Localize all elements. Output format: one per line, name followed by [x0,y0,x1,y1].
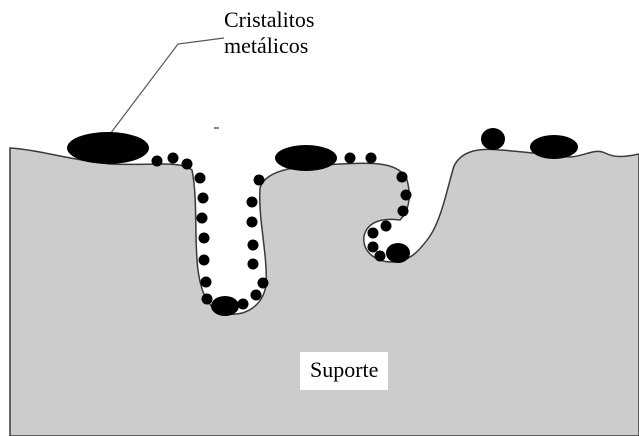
crystallite-small [375,251,386,262]
crystallites-label-line1: Cristalitos [224,7,314,33]
crystallite-small [202,294,213,305]
crystallites-leader-line [104,38,224,142]
crystallite-large [275,145,337,171]
crystallite-small [199,233,210,244]
speck [214,127,219,129]
crystallite-small [238,299,249,310]
crystallite-medium [386,243,410,263]
crystallite-small [197,213,208,224]
crystallite-small [251,290,262,301]
crystallite-large [530,135,578,159]
crystallite-small [248,240,259,251]
crystallite-small [254,175,265,186]
crystallite-small [398,206,409,217]
crystallite-small [401,190,412,201]
crystallites-label-line2: metálicos [224,33,314,59]
crystallites-label: Cristalitos metálicos [224,7,314,59]
crystallite-small [201,277,212,288]
crystallite-small [168,153,179,164]
crystallite-small [345,153,356,164]
crystallite-large [67,132,149,164]
support-body [10,148,639,436]
crystallite-small [248,259,259,270]
crystallite-small [366,153,377,164]
crystallite-small [247,217,258,228]
crystallite-large [481,128,505,150]
support-label: Suporte [300,352,388,390]
crystallite-small [199,255,210,266]
crystallite-small [247,197,258,208]
crystallite-small [397,172,408,183]
crystallite-small [152,156,163,167]
crystallite-small [198,193,209,204]
crystallite-small [381,221,392,232]
crystallite-small [182,159,193,170]
crystallite-medium [211,296,239,316]
crystallite-small [368,228,379,239]
crystallite-small [258,278,269,289]
crystallite-small [368,242,379,253]
crystallite-small [195,173,206,184]
